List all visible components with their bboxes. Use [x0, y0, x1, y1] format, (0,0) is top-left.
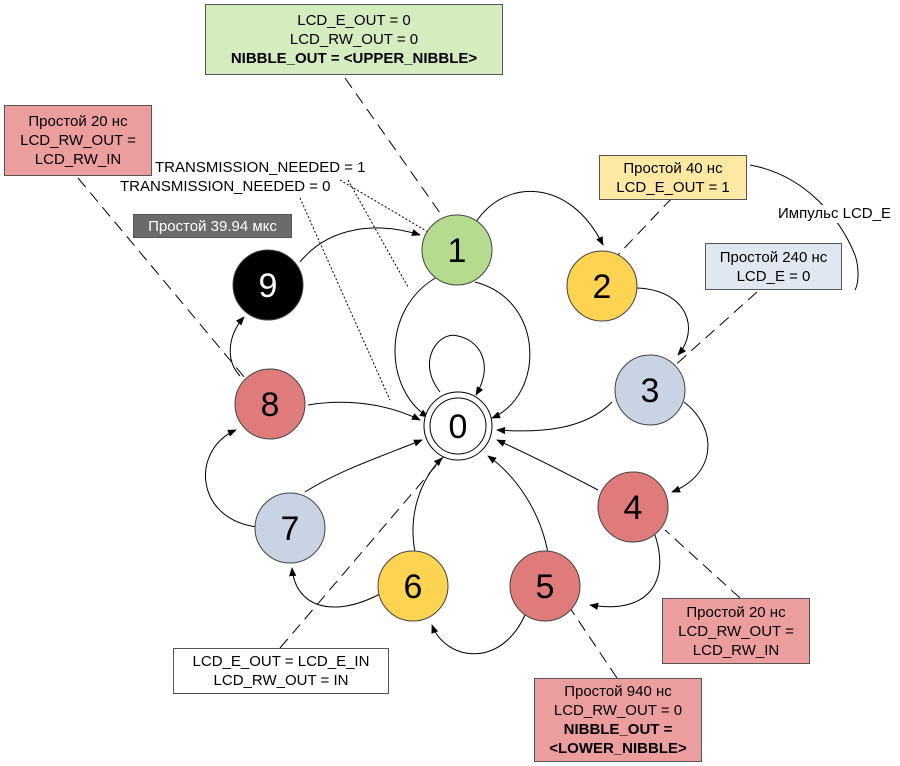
edge-0-self [428, 334, 485, 396]
state-5: 5 [509, 550, 581, 622]
s2-line1: Простой 40 нс [623, 159, 723, 177]
state-6-label: 6 [404, 568, 423, 606]
s1-line1: LCD_E_OUT = 0 [297, 12, 411, 29]
edge-7-8 [205, 429, 259, 528]
state-5-circle [509, 550, 581, 622]
leader-s4 [664, 529, 741, 599]
s4-line3: LCD_RW_IN [692, 641, 780, 659]
state-8-label: 8 [261, 386, 280, 424]
state-9: 9 [232, 249, 304, 321]
state-7-label: 7 [281, 510, 300, 548]
edge-4-0 [496, 439, 599, 491]
annotation-state-3: Простой 240 нс LCD_E = 0 [705, 243, 842, 290]
annotation-state-2: Простой 40 нс LCD_E_OUT = 1 [599, 155, 747, 200]
edge-5-0 [487, 455, 549, 554]
leader-s2 [614, 197, 673, 259]
edge-3-0 [496, 401, 613, 435]
s5-line4: <LOWER_NIBBLE> [549, 740, 687, 757]
transmission-needed-0-label: TRANSMISSION_NEEDED = 0 [120, 178, 331, 195]
edge-1-0-right [474, 281, 531, 419]
edge-1-2 [475, 190, 604, 246]
state-8-circle [234, 368, 306, 440]
s2-line2: LCD_E_OUT = 1 [616, 178, 730, 196]
state-6: 6 [377, 550, 449, 622]
state-1-circle [421, 214, 493, 286]
edge-9-1 [299, 227, 421, 263]
state-2-circle [566, 250, 638, 322]
s3-line2: LCD_E = 0 [736, 267, 811, 285]
state-4: 4 [597, 471, 669, 543]
s5-line3: NIBBLE_OUT = [563, 721, 673, 738]
annotation-state-4: Простой 20 нс LCD_RW_OUT = LCD_RW_IN [662, 598, 810, 664]
edge-3-4 [671, 401, 709, 493]
transmission-needed-1-label: TRANSMISSION_NEEDED = 1 [155, 159, 366, 176]
state-5-label: 5 [536, 568, 555, 606]
s5-line1: Простой 940 нс [564, 683, 672, 700]
edge-6-7 [289, 567, 381, 608]
pulse-bracket [749, 164, 859, 291]
state-4-circle [597, 471, 669, 543]
state-2-label: 2 [593, 268, 612, 306]
state-3-circle [614, 354, 686, 426]
s0-line2: LCD_RW_OUT = IN [213, 672, 349, 689]
state-0: 0 [423, 391, 493, 461]
s5-line2: LCD_RW_OUT = 0 [553, 702, 683, 719]
pulse-lcd-e-label: Импульс LCD_E [776, 205, 893, 223]
transmission-leaders [299, 179, 429, 401]
annotation-state-1: LCD_E_OUT = 0 LCD_RW_OUT = 0 NIBBLE_OUT … [205, 4, 503, 75]
edge-7-0 [304, 439, 423, 493]
s3-line1: Простой 240 нс [719, 248, 828, 266]
annotation-state-5: Простой 940 нс LCD_RW_OUT = 0 NIBBLE_OUT… [534, 678, 702, 762]
leader-s5 [569, 607, 618, 679]
s4-line1: Простой 20 нс [686, 603, 786, 621]
edge-8-0 [307, 401, 421, 421]
edge-4-5 [589, 534, 661, 610]
tx1-leader-b [347, 179, 409, 288]
tx1-leader [339, 179, 429, 233]
state-nodes: 0 1 2 3 4 5 6 7 8 9 [232, 214, 686, 622]
state-3-label: 3 [641, 372, 660, 410]
leader-s0 [279, 454, 446, 649]
s4-line2: LCD_RW_OUT = [678, 622, 794, 640]
edge-1-0-left [394, 276, 438, 418]
tx0-leader [299, 197, 391, 401]
leader-s1 [344, 77, 441, 214]
transitions [205, 190, 709, 655]
leader-s8 [77, 177, 246, 379]
state-7-circle [254, 492, 326, 564]
annotation-state-9: Простой 39.94 мкс [133, 214, 292, 238]
state-8: 8 [234, 368, 306, 440]
state-0-label: 0 [449, 408, 468, 446]
annotation-state-8: Простой 20 нс LCD_RW_OUT = LCD_RW_IN [4, 105, 152, 176]
state-9-label: 9 [259, 267, 278, 305]
s1-line3: NIBBLE_OUT = <UPPER_NIBBLE> [230, 50, 478, 67]
s8-line2: LCD_RW_OUT = [20, 132, 136, 149]
annotation-leaders [77, 77, 758, 679]
state-9-circle [232, 249, 304, 321]
state-7: 7 [254, 492, 326, 564]
edge-2-3 [636, 287, 689, 356]
state-0-inner-ring [429, 397, 487, 455]
s8-line1: Простой 20 нс [28, 113, 128, 130]
s9-line1: Простой 39.94 мкс [148, 217, 277, 235]
s0-line1: LCD_E_OUT = LCD_E_IN [192, 653, 370, 670]
edge-8-9 [229, 316, 245, 377]
s8-line3: LCD_RW_IN [34, 151, 122, 168]
state-3: 3 [614, 354, 686, 426]
state-1: 1 [421, 214, 493, 286]
edge-5-6 [431, 614, 526, 655]
s1-line2: LCD_RW_OUT = 0 [289, 31, 419, 48]
annotation-state-0: LCD_E_OUT = LCD_E_IN LCD_RW_OUT = IN [173, 648, 389, 694]
state-2: 2 [566, 250, 638, 322]
leader-s3 [671, 291, 758, 369]
state-6-circle [377, 550, 449, 622]
state-4-label: 4 [624, 489, 643, 527]
edge-6-0 [412, 457, 443, 553]
state-1-label: 1 [448, 232, 467, 270]
